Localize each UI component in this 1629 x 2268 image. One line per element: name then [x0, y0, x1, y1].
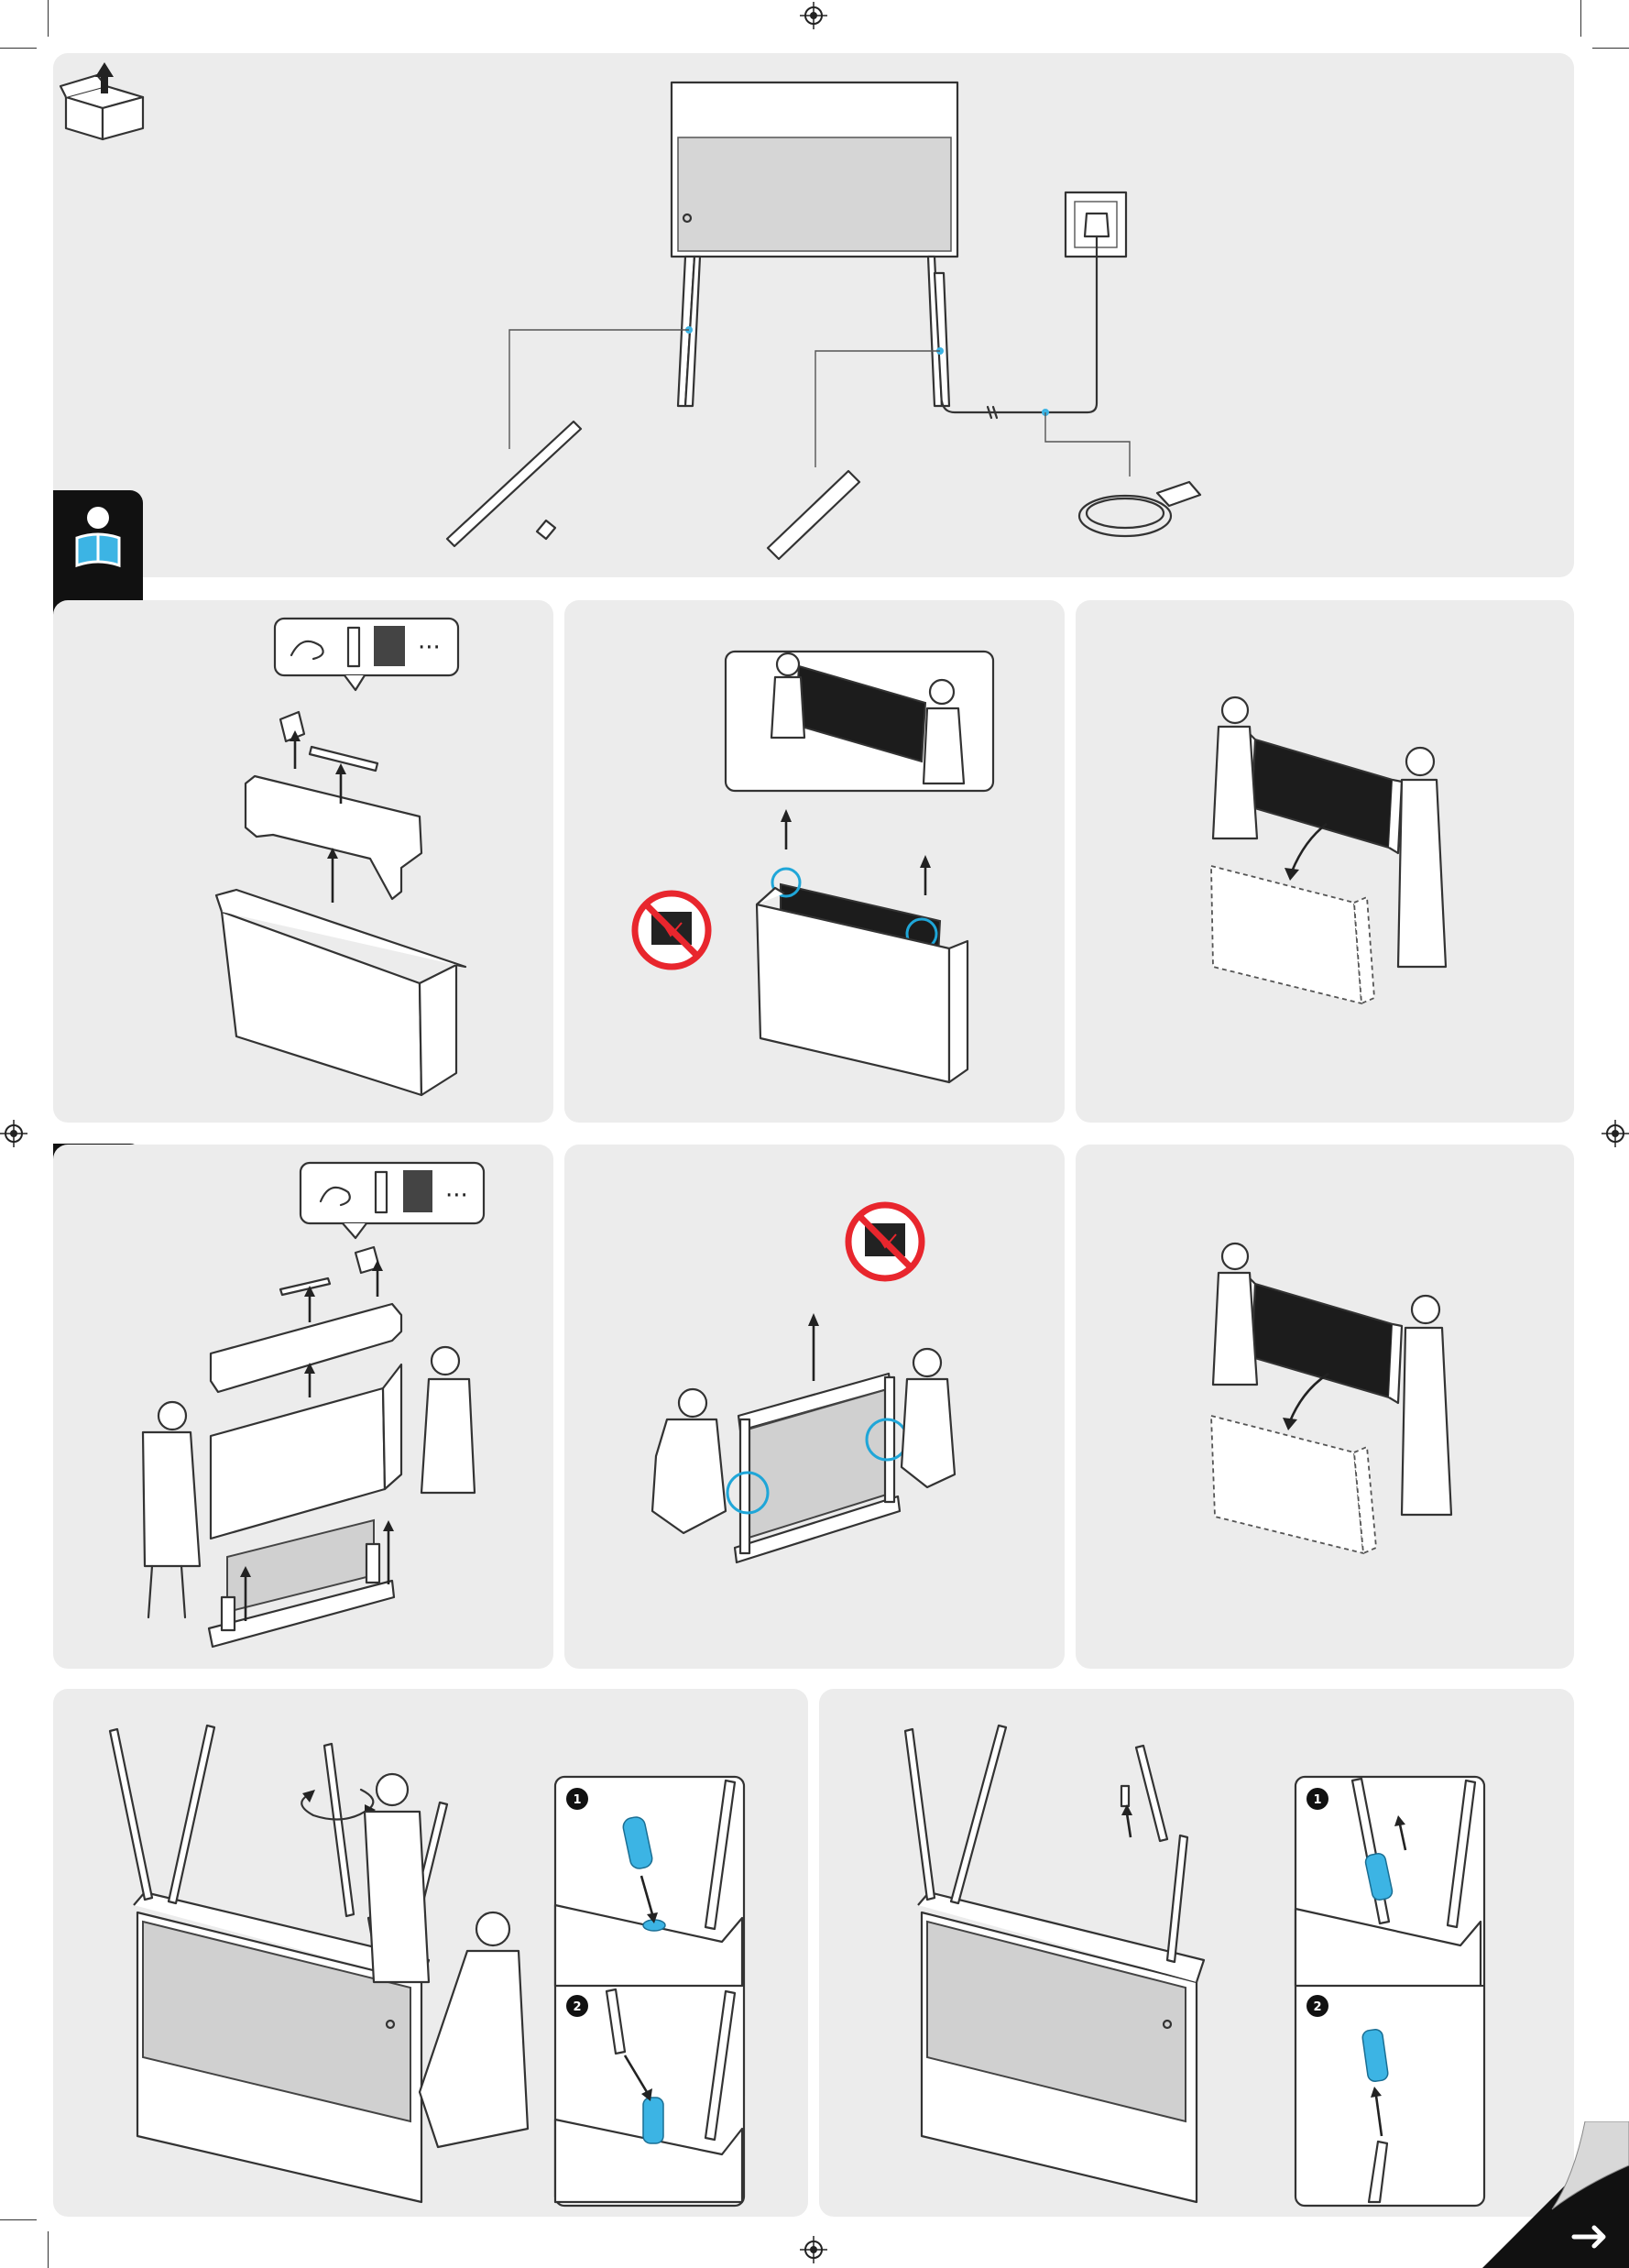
step-place-tv-panel-alt: [1076, 1145, 1574, 1669]
step-insert-legs-panel: 1 2: [53, 1689, 808, 2217]
ellipsis-text: ···: [418, 634, 441, 662]
overview-panel: [53, 53, 1574, 577]
inset-number-2: 2: [573, 2000, 581, 2014]
step-lift-tv-panel-alt: [564, 1145, 1065, 1669]
crop-mark: [48, 0, 49, 37]
no-touching-screen-icon: [848, 1205, 922, 1278]
lift-tv-from-box-illustration: [564, 600, 1065, 1123]
lift-box-off-tv-illustration: [564, 1145, 1065, 1669]
inset-number-1: 1: [573, 1793, 581, 1807]
step-lift-tv-panel: [564, 600, 1065, 1123]
step-place-tv-panel: [1076, 600, 1574, 1123]
step-tighten-legs-panel: 1 2: [819, 1689, 1574, 2217]
registration-mark-icon: [0, 1120, 27, 1147]
ellipsis-text: ···: [445, 1182, 468, 1210]
box-open-up-icon: [60, 62, 143, 139]
place-tv-on-cushion-illustration: [1076, 600, 1574, 1123]
inset-number-1: 1: [1313, 1793, 1321, 1807]
remove-accessories-alt-illustration: ···: [53, 1145, 553, 1669]
no-touching-screen-icon: [635, 893, 708, 967]
registration-mark-icon: [800, 2236, 827, 2263]
step-unbox-accessories-panel-alt: ···: [53, 1145, 553, 1669]
page-curl-arrow-icon[interactable]: [1482, 2121, 1629, 2268]
crop-mark: [48, 2231, 49, 2268]
crop-mark: [1580, 0, 1581, 37]
place-tv-on-cushion-alt-illustration: [1076, 1145, 1574, 1669]
remove-accessories-illustration: ···: [53, 600, 553, 1123]
tighten-legs-illustration: 1 2: [819, 1689, 1574, 2217]
step-unbox-accessories-panel: ···: [53, 600, 553, 1123]
crop-mark: [0, 2219, 37, 2220]
insert-legs-illustration: 1 2: [53, 1689, 808, 2217]
crop-mark: [1592, 48, 1629, 49]
inset-number-2: 2: [1313, 2000, 1321, 2014]
tv-stand-overview-illustration: [53, 53, 1574, 577]
registration-mark-icon: [1602, 1120, 1629, 1147]
crop-mark: [0, 48, 37, 49]
registration-mark-icon: [800, 2, 827, 29]
